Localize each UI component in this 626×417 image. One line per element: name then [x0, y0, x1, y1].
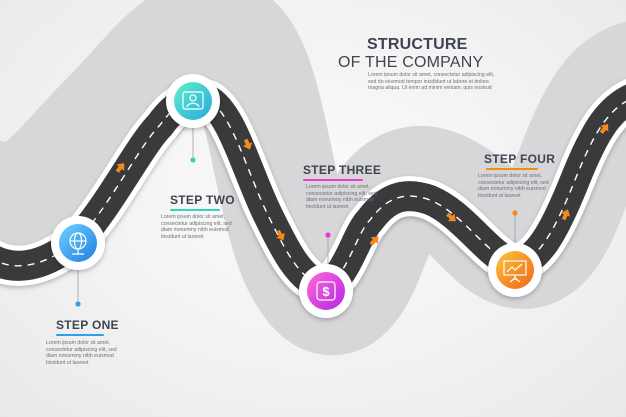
marker-step-two: [166, 74, 220, 128]
step-text-line: diam nonummy nibh euismod: [46, 353, 114, 360]
marker-step-one: [51, 216, 105, 270]
step-one-underline: [56, 334, 104, 336]
step-one-label: STEP ONE: [56, 318, 119, 332]
presentation-chart-icon: [503, 260, 527, 283]
step-four-underline: [486, 168, 538, 170]
step-two-underline: [170, 209, 220, 211]
intro-line: sed do eiusmod tempor incididunt ut labo…: [368, 78, 489, 85]
step-text-line: tincidunt ut laoreet: [161, 233, 204, 240]
step-text-line: consectetur adipiscing elit, sed: [478, 179, 549, 186]
intro-line: Lorem ipsum dolor sit amet, consectetur …: [368, 72, 495, 78]
step-one-text: Lorem ipsum dolor sit amet, consectetur …: [46, 340, 117, 366]
step-text-line: tincidunt ut laoreet: [46, 359, 89, 366]
direction-arrows: [115, 124, 609, 246]
svg-text:$: $: [322, 284, 330, 299]
step-text-line: diam nonummy nibh euismod: [478, 186, 546, 193]
step-three-label: STEP THREE: [303, 163, 382, 177]
marker-step-three: $: [299, 264, 353, 318]
step-text-line: consectetur adipiscing elit, sed: [306, 190, 377, 197]
arrow-icon: [369, 236, 379, 246]
road-center-line: [0, 97, 626, 286]
step-text-line: tincidunt ut laoreet: [306, 203, 349, 210]
connector-dot: [75, 301, 81, 307]
intro-text: Lorem ipsum dolor sit amet, consectetur …: [368, 72, 494, 92]
arrow-icon: [599, 124, 609, 134]
connector-dot: [512, 210, 518, 216]
arrow-icon: [276, 229, 285, 241]
user-card-icon: [182, 91, 204, 110]
globe-icon: [69, 232, 87, 255]
title-line-1: STRUCTURE: [367, 36, 468, 53]
step-text-line: diam nonummy nibh euismod: [306, 197, 374, 204]
step-text-line: Lorem ipsum dolor sit amet,: [161, 214, 226, 220]
step-text-line: consectetur adipiscing elit, sed: [46, 346, 117, 353]
intro-line: magna aliqua. Ut enim ad minim veniam, q…: [368, 85, 492, 92]
step-text-line: consectetur adipiscing elit, sed: [161, 220, 232, 227]
step-three-underline: [303, 179, 363, 181]
connector-dot: [325, 232, 331, 238]
step-four-text: Lorem ipsum dolor sit amet, consectetur …: [478, 173, 549, 199]
step-text-line: Lorem ipsum dolor sit amet,: [306, 184, 371, 190]
arrow-icon: [446, 212, 456, 222]
marker-step-four: [488, 243, 542, 297]
arrow-icon: [115, 163, 125, 173]
connectors: [77, 128, 516, 303]
step-two-text: Lorem ipsum dolor sit amet, consectetur …: [161, 214, 232, 240]
step-text-line: Lorem ipsum dolor sit amet,: [478, 173, 543, 179]
arrow-icon: [560, 209, 571, 221]
step-text-line: tincidunt ut laoreet: [478, 192, 521, 199]
step-text-line: Lorem ipsum dolor sit amet,: [46, 340, 111, 346]
step-text-line: diam nonummy nibh euismod: [161, 227, 229, 234]
arrow-icon: [242, 138, 253, 150]
connector-dot: [190, 157, 196, 163]
dollar-icon: $: [316, 281, 336, 301]
step-two-label: STEP TWO: [170, 193, 235, 207]
step-four-label: STEP FOUR: [484, 152, 556, 166]
step-three-text: Lorem ipsum dolor sit amet, consectetur …: [306, 184, 377, 210]
title-line-2: OF THE COMPANY: [338, 54, 484, 71]
